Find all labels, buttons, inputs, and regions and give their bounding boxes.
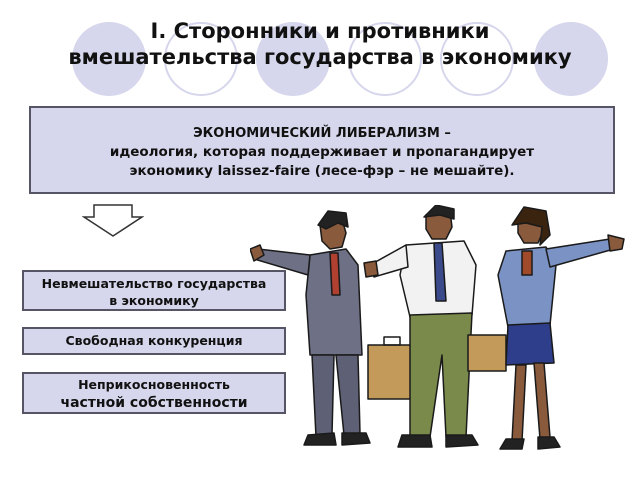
principle-private-property: Неприкосновенность частной собственности (22, 372, 286, 414)
decor-circle-5 (440, 22, 514, 96)
slide-title-line2: вмешательства государства в экономику (68, 45, 572, 69)
slide-title: I. Сторонники и противники вмешательства… (0, 18, 640, 70)
definition-line1: идеология, которая поддерживает и пропаг… (109, 144, 535, 160)
decor-circle-4 (348, 22, 422, 96)
principle-3-line1: Неприкосновенность (78, 377, 230, 392)
slide-title-line1: I. Сторонники и противники (150, 19, 490, 43)
decor-circle-2 (164, 22, 238, 96)
principle-2-line1: Свободная конкуренция (65, 333, 243, 348)
principle-1-line1: Невмешательство государства (41, 276, 267, 291)
principle-non-intervention: Невмешательство государства в экономику (22, 270, 286, 311)
principle-1-line2: в экономику (109, 293, 199, 308)
decor-circle-3 (256, 22, 330, 96)
definition-box: ЭКОНОМИЧЕСКИЙ ЛИБЕРАЛИЗМ – идеология, ко… (29, 106, 615, 194)
principle-3-line2: частной собственности (60, 395, 248, 411)
principle-free-competition: Свободная конкуренция (22, 327, 286, 355)
business-people-clipart (250, 205, 625, 450)
decor-circle-6 (534, 22, 608, 96)
decor-circle-1 (72, 22, 146, 96)
arrow-down-icon (82, 204, 144, 237)
definition-heading: ЭКОНОМИЧЕСКИЙ ЛИБЕРАЛИЗМ – (193, 126, 451, 141)
definition-line2: экономику laissez-faire (лесе-фэр – не м… (129, 163, 515, 179)
